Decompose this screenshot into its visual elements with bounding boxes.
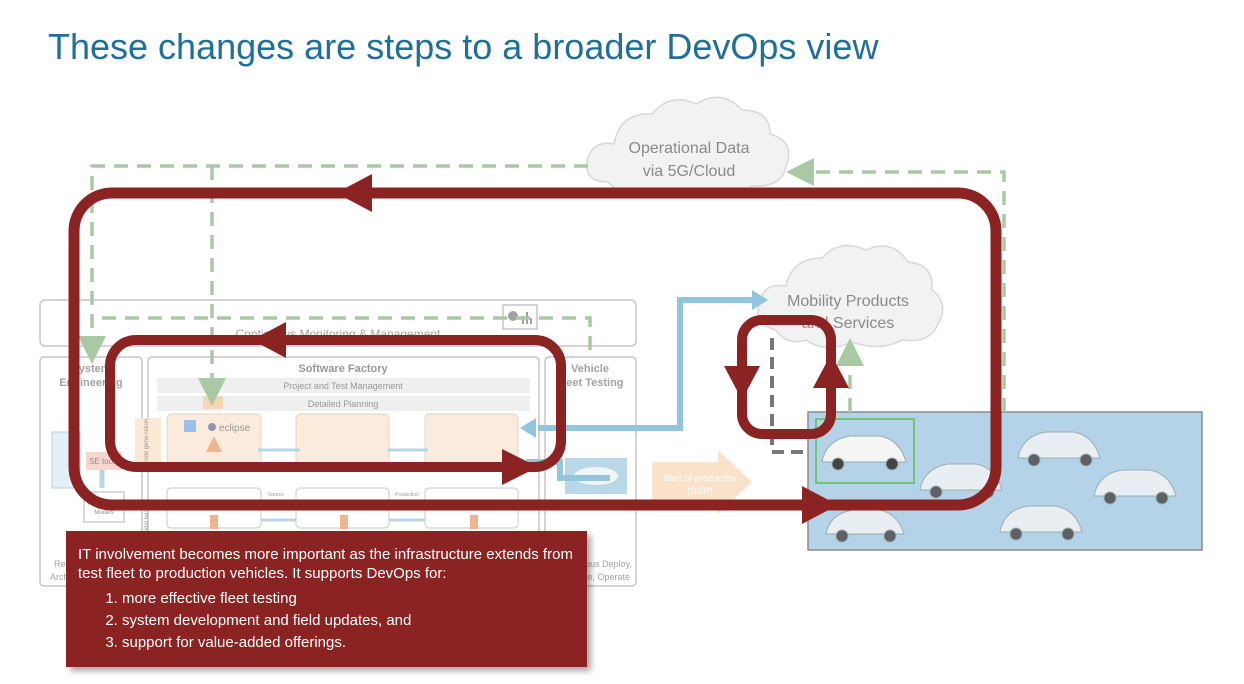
callout-list: more effective fleet testing system deve… [96, 589, 411, 655]
software-factory-loop [105, 335, 566, 472]
system-engineering-label-1: System [71, 363, 110, 375]
source-label: Source [268, 492, 284, 498]
monitoring-bar [39, 299, 637, 347]
sop-label-2: (SOP) [687, 486, 712, 496]
mobility-products-cloud: Mobility Products and Services [757, 244, 944, 349]
outer-loop-arrowhead [802, 486, 838, 524]
vehicle-icon [1017, 431, 1101, 467]
dashboard-icon [502, 304, 538, 330]
software-factory-label: Software Factory [298, 363, 388, 375]
project-test-management-bar [157, 378, 530, 393]
detailed-planning-bar [157, 396, 530, 411]
highlighted-vehicle-frame [815, 418, 915, 484]
inner-loop-arrowhead [502, 449, 538, 485]
project-test-management-label: Project and Test Management [283, 381, 403, 391]
se-tools-label: SE tools [89, 457, 119, 466]
operational-data-feedback [78, 158, 1006, 412]
vehicle-icon [825, 509, 905, 543]
code-generation-label: Code gene-ration [144, 419, 150, 465]
architecture-models-label-2: Models [94, 510, 113, 516]
vehicle-icon [999, 505, 1083, 541]
slide-title: These changes are steps to a broader Dev… [48, 26, 879, 67]
operational-data-cloud: Operational Data via 5G/Cloud [586, 96, 790, 198]
build-box [295, 413, 390, 469]
model-based-label: Model based [144, 503, 150, 537]
inner-loop-arrowhead [252, 322, 286, 358]
eclipse-label: eclipse [219, 423, 251, 434]
vehicle-icon [1093, 469, 1177, 505]
outer-devops-loop [68, 187, 1002, 511]
code-generation-tab [135, 418, 161, 466]
detailed-planning-label: Detailed Planning [308, 399, 379, 409]
sop-arrow [652, 450, 752, 514]
matlab-icon [206, 436, 222, 452]
production-label: Production [395, 492, 419, 498]
outer-loop-arrowhead [336, 174, 372, 212]
vehicle-fleet-testing-label-2: Fleet Testing [556, 377, 623, 389]
mobility-products-line1: Mobility Products [787, 293, 909, 310]
operational-data-line2: via 5G/Cloud [643, 163, 736, 180]
callout-item: more effective fleet testing [122, 589, 411, 608]
production-fleet-panel [807, 411, 1203, 551]
vscode-icon [184, 420, 196, 432]
deploy-label-1: Continuous Deploy, [554, 559, 632, 569]
data-flow-arrowhead [752, 290, 768, 310]
planning-marker [203, 396, 223, 409]
vehicle-icon [821, 435, 907, 471]
data-flow-arrowhead [520, 418, 536, 438]
service-loop-arrowhead [813, 354, 849, 388]
operational-data-line1: Operational Data [629, 140, 750, 157]
eclipse-icon [208, 423, 216, 431]
vehicle-fleet-testing-label-1: Vehicle [571, 363, 609, 375]
service-update-dashed-arrow [770, 338, 808, 454]
callout-item: system development and field updates, an… [122, 611, 411, 630]
deploy-label-2: Release, Operate [559, 572, 630, 582]
background-diagram: Continuous Monitoring & Management Syste… [39, 299, 752, 587]
it-involvement-callout: IT involvement becomes more important as… [66, 531, 587, 667]
service-loop-arrowhead [724, 366, 760, 400]
callout-item: support for value-added offerings. [122, 633, 411, 652]
sop-label-1: Start of production [663, 473, 737, 483]
callout-intro: IT involvement becomes more important as… [78, 546, 573, 582]
